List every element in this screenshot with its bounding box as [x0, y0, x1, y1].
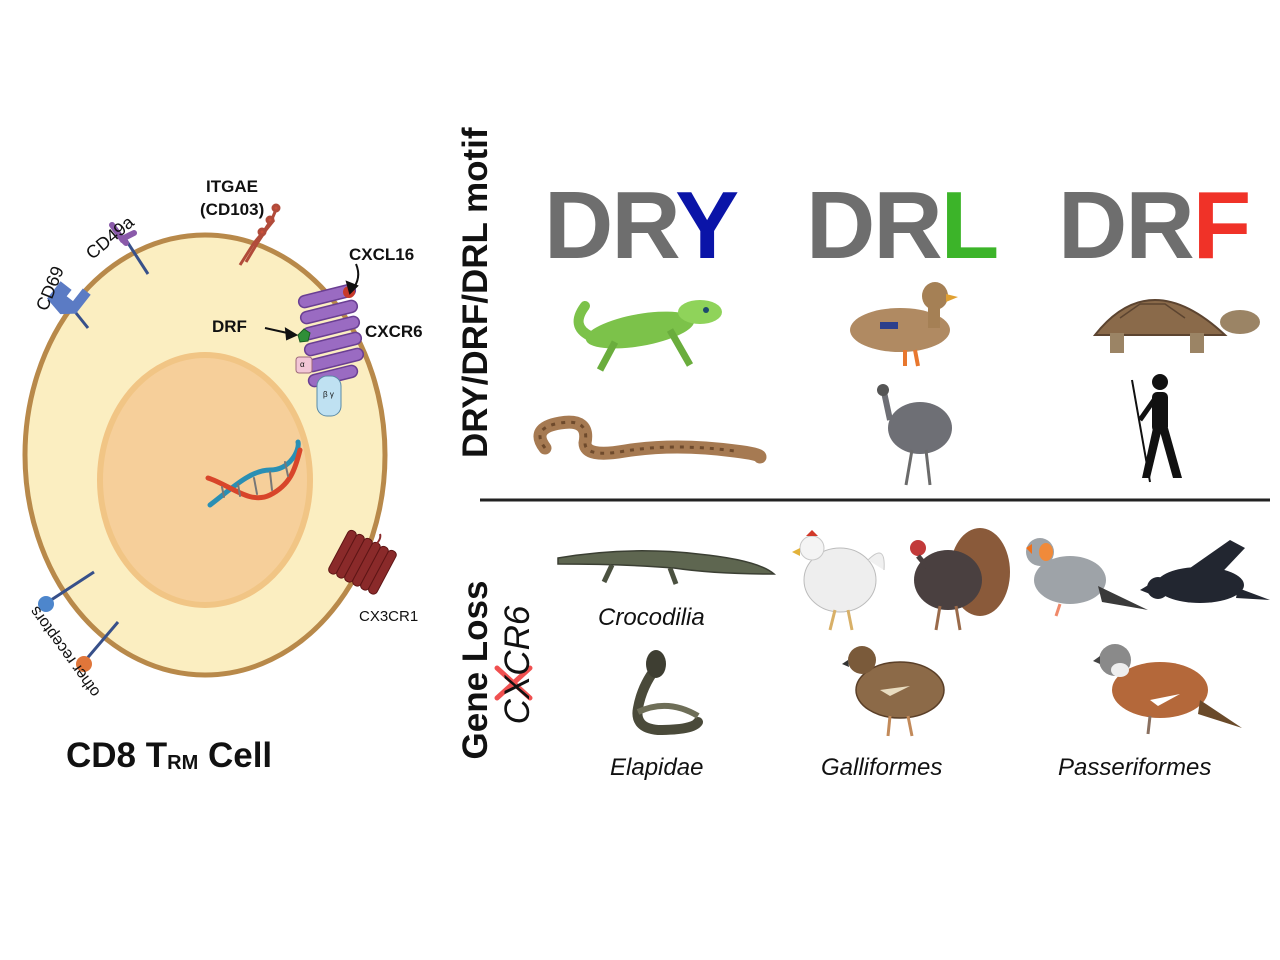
motif-drf: DRF — [1058, 178, 1251, 274]
group-galliformes: Galliformes — [821, 754, 943, 781]
drf-label: DRF — [212, 317, 247, 336]
cell-title-end: Cell — [198, 736, 273, 775]
turkey-icon — [910, 528, 1010, 631]
gene-loss-side-label: Gene Loss — [456, 580, 495, 760]
quail-icon — [842, 646, 945, 737]
motif-dry-prefix: DR — [544, 172, 677, 279]
snake-icon — [533, 415, 767, 464]
itgae-label: ITGAE — [206, 177, 258, 196]
cxcl16-label: CXCL16 — [349, 245, 415, 264]
crow-icon — [1140, 540, 1270, 603]
group-elapidae: Elapidae — [610, 754, 704, 781]
emu-icon — [877, 384, 952, 486]
duck-icon — [850, 282, 958, 367]
motif-dry: DRY — [544, 178, 739, 274]
crocodile-icon — [557, 550, 776, 585]
motif-drl-prefix: DR — [806, 172, 943, 279]
motif-drl: DRL — [806, 178, 999, 274]
motif-drf-suffix: F — [1192, 172, 1252, 279]
cell-title-subscript: RM — [167, 752, 199, 774]
cxcr6-label: CXCR6 — [365, 322, 423, 341]
human-silhouette-icon — [1131, 374, 1182, 483]
tortoise-icon — [1092, 299, 1260, 353]
motif-side-label: DRY/DRF/DRL motif — [456, 127, 495, 458]
group-passeriformes: Passeriformes — [1058, 754, 1212, 781]
cobra-icon — [632, 650, 703, 736]
cxcr6-receptor-icon — [295, 283, 365, 417]
group-crocodilia: Crocodilia — [598, 604, 705, 631]
motif-drf-prefix: DR — [1058, 172, 1195, 279]
sparrow-icon — [1093, 644, 1242, 735]
gbetagamma-label: β γ — [323, 390, 334, 399]
gene-loss-cross-icon — [494, 665, 533, 701]
cell-title-main: CD8 T — [66, 736, 168, 775]
chicken-icon — [792, 530, 885, 631]
cx3cr1-receptor-icon — [328, 529, 397, 595]
cell-title: CD8 TRM Cell — [66, 736, 272, 776]
finch-icon — [1026, 538, 1148, 617]
dna-icon — [205, 439, 303, 508]
cx3cr1-label: CX3CR1 — [359, 608, 419, 625]
cd103-label: (CD103) — [200, 200, 265, 219]
lizard-icon — [573, 300, 722, 372]
annotation-arrows — [264, 263, 360, 341]
itgae-receptor-icon — [238, 203, 281, 266]
cd69-receptor-icon — [47, 281, 91, 329]
other-receptors-icon — [38, 570, 120, 672]
motif-dry-suffix: Y — [675, 172, 739, 279]
cxcr6-gene-label: CXCR6 — [498, 605, 537, 725]
motif-drl-suffix: L — [940, 172, 1000, 279]
galpha-label: α — [300, 360, 305, 369]
cd49a-receptor-icon — [109, 222, 150, 275]
nucleus-icon — [97, 352, 313, 608]
